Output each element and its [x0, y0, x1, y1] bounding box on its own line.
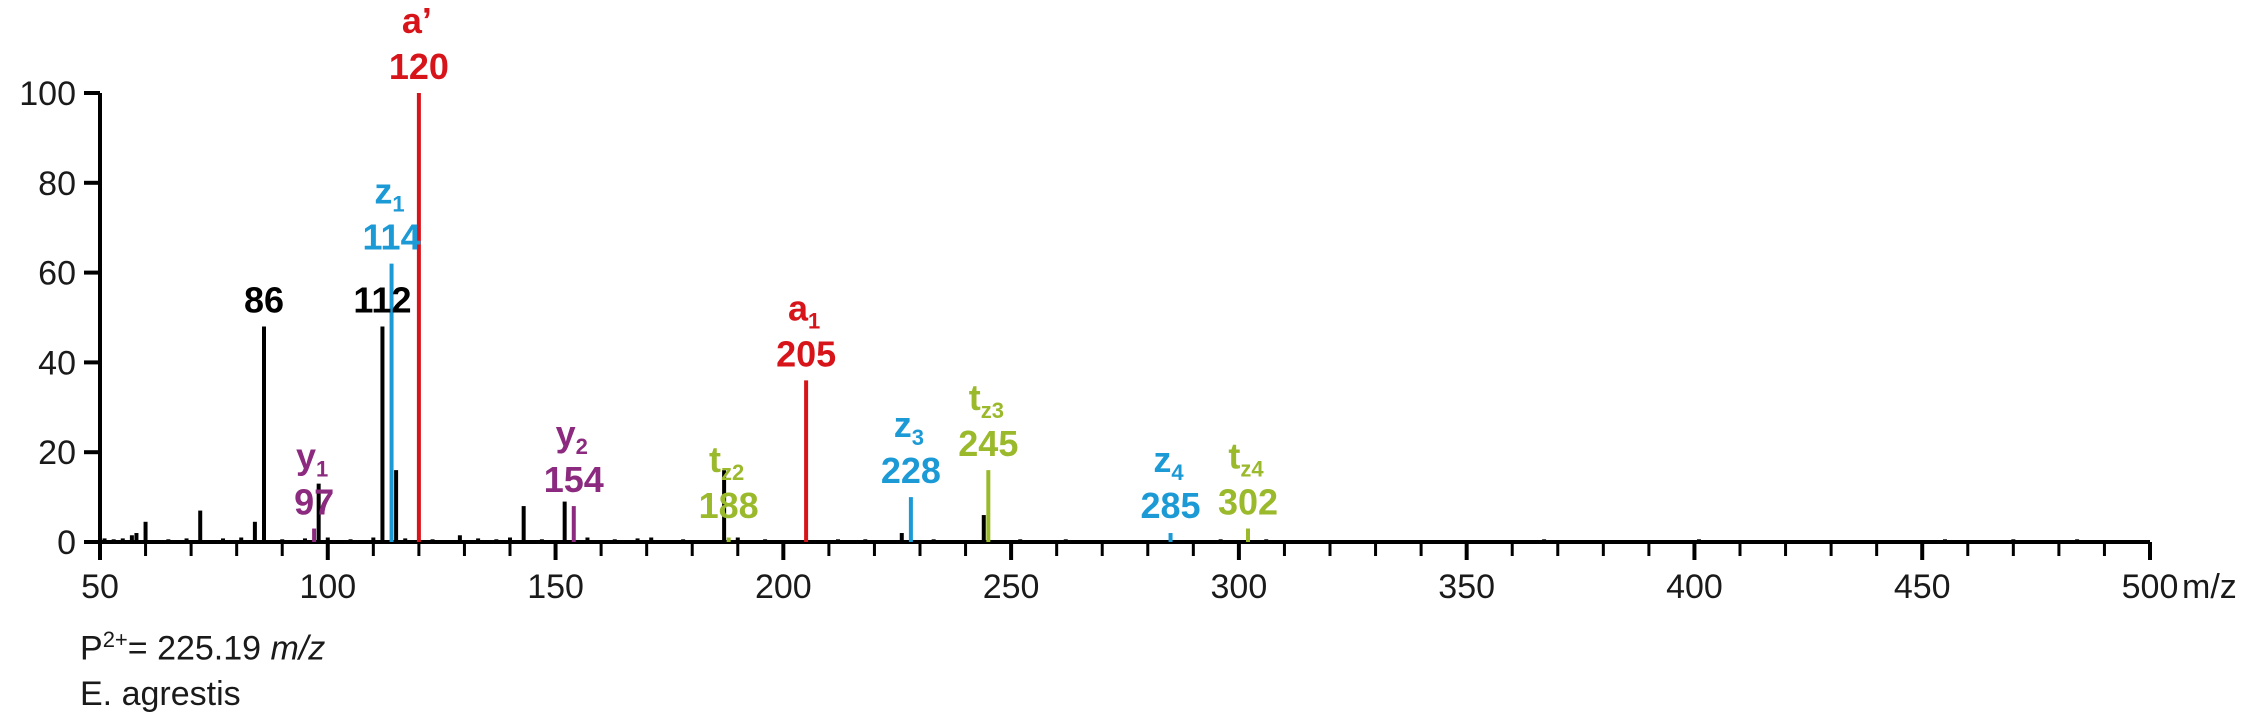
peak-mz-label: 285 — [1141, 485, 1201, 526]
y-tick-label: 20 — [38, 434, 76, 472]
peak-ion-label: a1 — [788, 287, 820, 333]
peak-ion-label: z3 — [894, 404, 924, 450]
precursor-value: = 225.19 — [127, 629, 271, 668]
peak-mz-label: 97 — [294, 482, 334, 523]
y-tick-label: 0 — [57, 524, 76, 562]
peak-ion-label: tz4 — [1228, 436, 1264, 482]
x-tick-label: 300 — [1211, 568, 1268, 606]
x-tick-label: 500 — [2122, 568, 2179, 606]
precursor-prefix: P — [80, 629, 103, 668]
peak-mz-label: 120 — [389, 46, 449, 87]
y-tick-label: 60 — [38, 255, 76, 293]
peak-mz-label: 86 — [244, 279, 284, 320]
precursor-charge: 2+ — [102, 627, 128, 652]
peak-mz-label: 188 — [699, 485, 759, 526]
y-tick-label: 40 — [38, 344, 76, 382]
peak-mz-label: 205 — [776, 333, 836, 374]
x-tick-label: 350 — [1438, 568, 1495, 606]
peak-ion-label: z1 — [374, 171, 404, 217]
peak-ion-label: y2 — [556, 413, 588, 459]
peak-mz-label: 302 — [1218, 482, 1278, 523]
x-tick-label: 400 — [1666, 568, 1723, 606]
x-tick-label: 150 — [527, 568, 584, 606]
x-tick-label: 100 — [299, 568, 356, 606]
precursor-unit: m/z — [270, 629, 326, 668]
x-tick-label: 450 — [1894, 568, 1951, 606]
x-tick-label: 200 — [755, 568, 812, 606]
peak-ion-label: z4 — [1153, 439, 1184, 485]
x-unit-label: m/z — [2182, 568, 2237, 606]
precursor-caption: P2+= 225.19 m/z — [80, 627, 325, 668]
peak-mz-label: 154 — [544, 459, 604, 500]
peak-mz-label: 245 — [958, 423, 1018, 464]
peak-mz-label: 112 — [353, 279, 411, 320]
y-tick-label: 100 — [19, 75, 76, 113]
peak-ion-label: tz3 — [969, 377, 1004, 423]
x-tick-label: 50 — [81, 568, 119, 606]
peak-mz-label: 114 — [363, 217, 421, 258]
spectrum-peaks — [102, 93, 2080, 542]
species-caption: E. agrestis — [80, 675, 241, 713]
peak-mz-label: 228 — [881, 450, 941, 491]
y-tick-label: 80 — [38, 165, 76, 203]
peak-ion-label: y1 — [296, 436, 328, 482]
peak-ion-label: tz2 — [709, 439, 744, 485]
x-tick-label: 250 — [983, 568, 1040, 606]
y-axis: 0 20 40 60 80 100 — [19, 75, 102, 562]
peak-ion-label: a’ — [402, 0, 432, 41]
